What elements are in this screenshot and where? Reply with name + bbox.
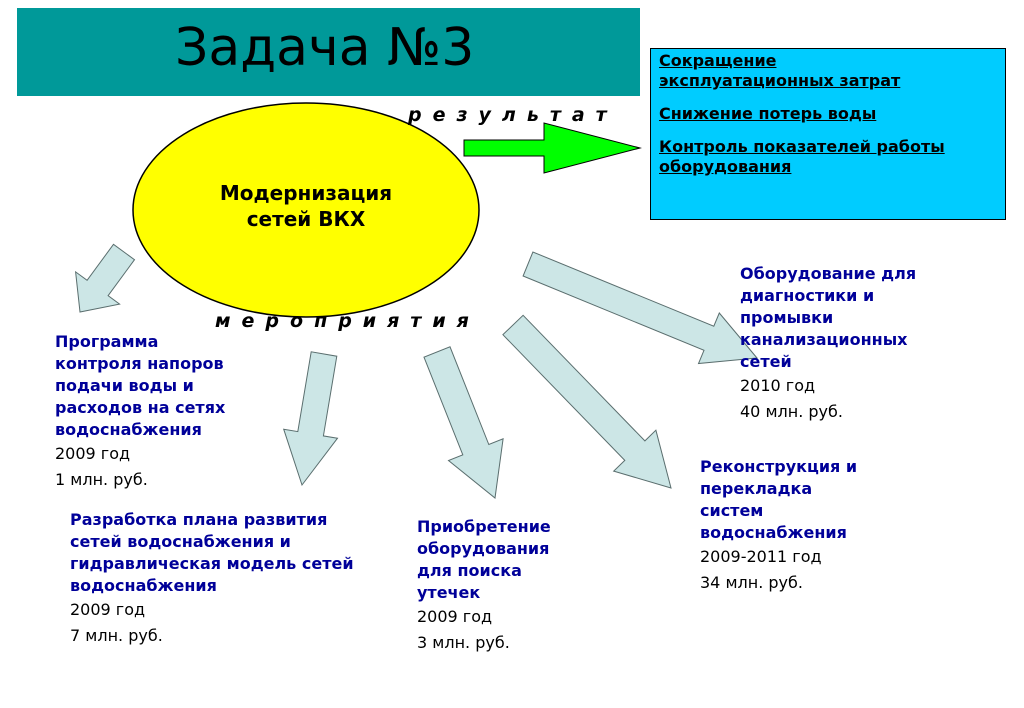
central-label: Модернизация сетей ВКХ <box>219 181 393 231</box>
activity-title: Программа контроля напоров подачи воды и… <box>55 332 226 439</box>
title-banner <box>17 8 640 96</box>
result-item-monitoring: Контроль показателей работы оборудования <box>659 137 945 176</box>
activity-arrows <box>74 243 758 499</box>
arrow-to-leak-detection <box>423 346 504 499</box>
results-box: Сокращение эксплуатационных затрат Сниже… <box>650 48 1006 220</box>
activity-year: 2009 год <box>70 600 146 619</box>
activity-title: Приобретение оборудования для поиска уте… <box>417 517 551 602</box>
activity-cost: 34 млн. руб. <box>700 573 803 592</box>
result-label: результат <box>408 104 618 126</box>
activity-title: Оборудование для диагностики и промывки … <box>740 264 917 371</box>
arrow-to-sewer-equipment <box>522 251 758 365</box>
arrow-to-development-plan <box>282 351 339 487</box>
activity-development-plan: Разработка плана развития сетей водоснаб… <box>70 509 354 649</box>
activity-reconstruction: Реконструкция и перекладка систем водосн… <box>700 456 857 596</box>
activity-year: 2009 год <box>55 444 131 463</box>
activity-cost: 40 млн. руб. <box>740 402 843 421</box>
activity-cost: 3 млн. руб. <box>417 633 510 652</box>
activity-pressure-monitoring: Программа контроля напоров подачи воды и… <box>55 331 225 493</box>
activity-title: Реконструкция и перекладка систем водосн… <box>700 457 858 542</box>
activity-leak-detection: Приобретение оборудования для поиска уте… <box>417 516 551 656</box>
result-item-water-loss: Снижение потерь воды <box>659 104 877 123</box>
arrow-to-pressure-monitoring <box>74 243 136 313</box>
activity-cost: 1 млн. руб. <box>55 470 148 489</box>
activity-title: Разработка плана развития сетей водоснаб… <box>70 510 354 595</box>
activity-sewer-equipment: Оборудование для диагностики и промывки … <box>740 263 916 425</box>
activity-year: 2009-2011 год <box>700 547 822 566</box>
activity-year: 2009 год <box>417 607 493 626</box>
activity-cost: 7 млн. руб. <box>70 626 163 645</box>
arrow-to-reconstruction <box>502 314 672 489</box>
page-title: Задача №3 <box>175 18 475 78</box>
activity-year: 2010 год <box>740 376 816 395</box>
result-arrow <box>463 122 642 174</box>
result-item-costs: Сокращение эксплуатационных затрат <box>659 51 901 90</box>
central-ellipse <box>132 102 480 318</box>
activities-label: мероприятия <box>215 310 480 332</box>
